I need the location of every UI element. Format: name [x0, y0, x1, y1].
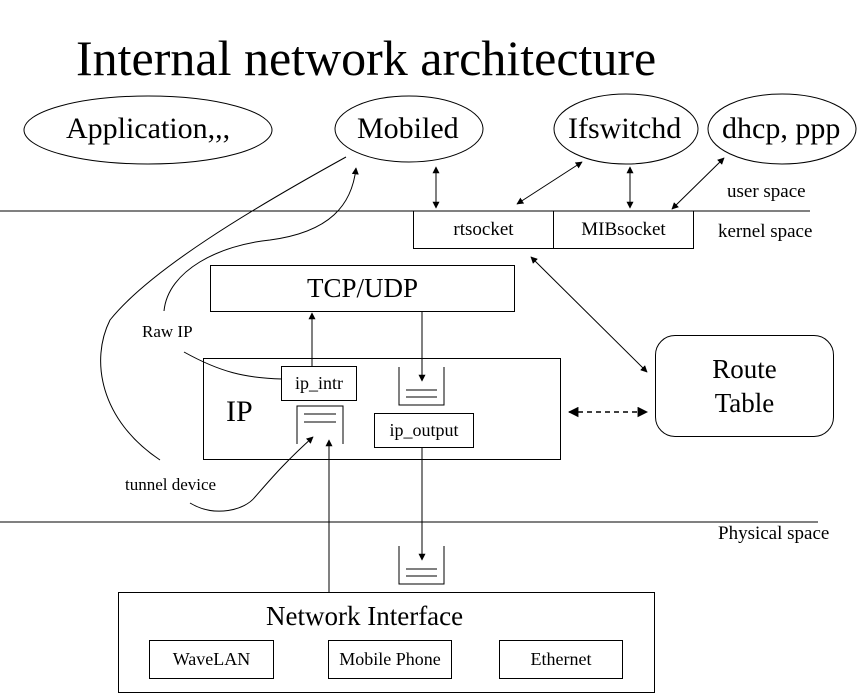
rtsocket-box: rtsocket [413, 211, 554, 249]
ip-input-queue [296, 405, 344, 444]
ip-output-box: ip_output [374, 413, 474, 448]
route-table-line1: Route [712, 354, 777, 384]
raw-ip-label: Raw IP [142, 322, 193, 341]
ip-label: IP [226, 395, 253, 428]
arrow-dhcp-mibsocket [671, 157, 725, 210]
mibsocket-box: MIBsocket [553, 211, 694, 249]
dhcp-ppp-ellipse [707, 93, 857, 165]
rtsocket-label: rtsocket [453, 218, 514, 240]
ip-output-label: ip_output [389, 420, 459, 440]
application-ellipse [23, 95, 273, 165]
tunnel-curve-outer [100, 156, 347, 461]
device-ethernet-label: Ethernet [530, 649, 592, 669]
route-table-box: Route Table [655, 335, 834, 437]
ifswitchd-label: Ifswitchd [568, 112, 682, 145]
device-mobile-phone: Mobile Phone [328, 640, 452, 679]
network-interface-label: Network Interface [266, 601, 464, 631]
raw-ip-curve [163, 167, 359, 312]
user-space-label: user space [727, 181, 806, 202]
device-wavelan: WaveLAN [149, 640, 274, 679]
route-table-line2: Table [714, 388, 775, 418]
kernel-space-label: kernel space [718, 221, 813, 242]
tcp-udp-box: TCP/UDP [210, 265, 515, 312]
application-label: Application,,, [66, 112, 231, 145]
mibsocket-label: MIBsocket [581, 218, 666, 240]
arrow-rtsocket-routetable [530, 256, 648, 373]
page-title: Internal network architecture [76, 30, 657, 86]
physical-space-label: Physical space [718, 523, 830, 544]
tcp-udp-label: TCP/UDP [306, 273, 419, 303]
device-ethernet: Ethernet [499, 640, 623, 679]
ip-box [203, 358, 561, 460]
device-mobile-phone-label: Mobile Phone [339, 649, 441, 669]
device-wavelan-label: WaveLAN [172, 649, 251, 669]
dhcp-ppp-label: dhcp, ppp [722, 112, 841, 145]
tunnel-device-label: tunnel device [125, 475, 217, 494]
ifswitchd-ellipse [553, 93, 699, 165]
tunnel-curve-inner [189, 436, 314, 512]
raw-ip-to-ipintr [183, 351, 283, 380]
network-interface-box [118, 592, 655, 693]
ip-intr-label: ip_intr [295, 373, 343, 393]
ip-output-queue [398, 367, 445, 406]
arrow-ifswitchd-rtsocket [516, 161, 583, 205]
physical-output-queue [398, 546, 445, 585]
mobiled-label: Mobiled [357, 112, 459, 145]
ip-intr-box: ip_intr [281, 366, 357, 401]
mobiled-ellipse [334, 95, 484, 163]
